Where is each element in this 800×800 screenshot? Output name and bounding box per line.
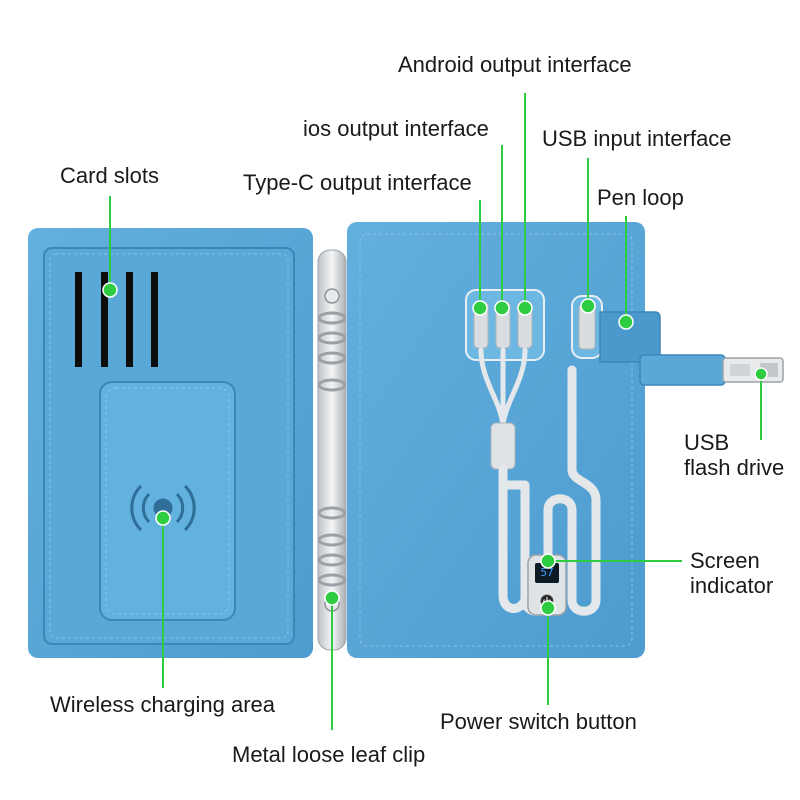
screen-indicator-display: 57 (540, 566, 554, 579)
label-screen-indicator-2: indicator (690, 573, 774, 598)
card-slots (75, 272, 158, 367)
label-usb-flash-drive-1: USB (684, 430, 730, 455)
label-usb-flash-drive-2: flash drive (684, 455, 785, 480)
label-metal-clip: Metal loose leaf clip (232, 742, 426, 767)
label-screen-indicator-1: Screen (690, 548, 760, 573)
ring-binder (317, 249, 347, 651)
power-icon[interactable] (540, 594, 554, 608)
usb-input-connector (571, 295, 603, 359)
label-ios-output: ios output interface (303, 116, 489, 141)
pen-loop-strap (599, 311, 726, 386)
usb-flash-drive (722, 357, 784, 383)
label-card-slots: Card slots (60, 163, 160, 188)
label-typec-output: Type-C output interface (243, 170, 472, 195)
label-android-output: Android output interface (398, 52, 632, 77)
label-wireless-charging: Wireless charging area (50, 692, 275, 717)
label-pen-loop: Pen loop (597, 185, 684, 210)
label-usb-input: USB input interface (542, 126, 732, 151)
label-power-switch: Power switch button (440, 709, 637, 734)
